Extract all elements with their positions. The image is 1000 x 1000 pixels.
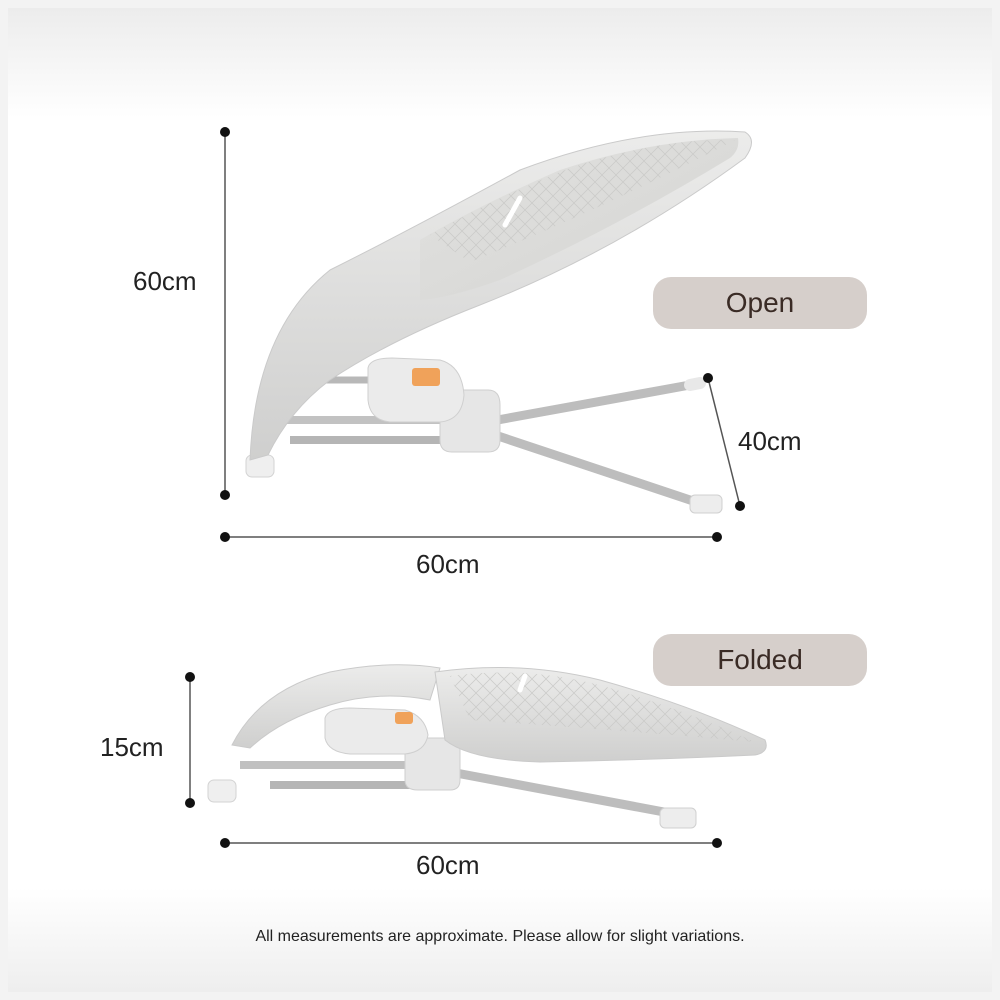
open-depth-label: 40cm — [738, 426, 802, 456]
open-state-badge: Open — [653, 277, 867, 329]
folded-state-badge: Folded — [653, 634, 867, 686]
folded-width-label: 60cm — [416, 850, 480, 880]
folded-width-dimension — [220, 838, 722, 848]
open-height-label: 60cm — [133, 266, 197, 296]
folded-bouncer-image — [207, 664, 767, 829]
folded-height-label: 15cm — [100, 732, 164, 762]
open-bouncer-image — [245, 130, 752, 514]
open-depth-dimension — [703, 373, 745, 511]
footer-disclaimer: All measurements are approximate. Please… — [255, 928, 745, 945]
open-width-label: 60cm — [416, 549, 480, 579]
product-dimension-panel — [8, 8, 992, 992]
open-height-dimension — [220, 127, 230, 500]
folded-height-dimension — [185, 672, 195, 808]
open-width-dimension — [220, 532, 722, 542]
